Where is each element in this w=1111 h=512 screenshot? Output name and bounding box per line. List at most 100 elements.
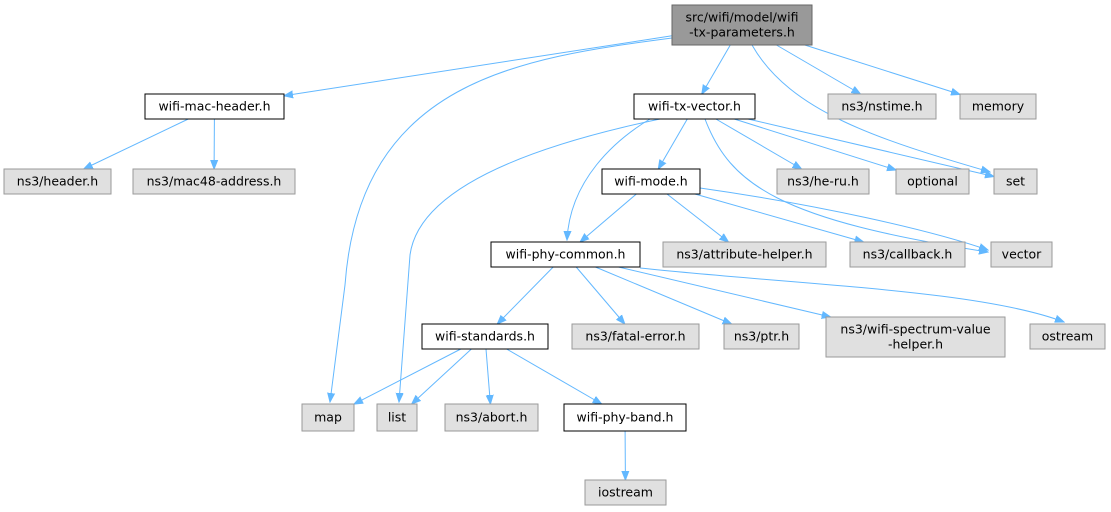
node-box bbox=[776, 168, 870, 195]
node-label: -tx-parameters.h bbox=[689, 25, 795, 40]
edge-wifi-mac-header-to-header bbox=[84, 118, 189, 169]
node-mac48: ns3/mac48-address.h bbox=[132, 168, 296, 195]
node-label: ns3/attribute-helper.h bbox=[676, 247, 812, 262]
node-label: wifi-mac-header.h bbox=[158, 99, 270, 114]
edge-wifi-phy-common-to-wifi-standards bbox=[497, 266, 554, 324]
node-box bbox=[3, 168, 112, 195]
node-box bbox=[571, 323, 700, 350]
node-label: list bbox=[388, 410, 406, 425]
edge-wifi-phy-common-to-fatal-error bbox=[575, 266, 625, 324]
node-box bbox=[825, 316, 1006, 358]
node-label: wifi-tx-vector.h bbox=[648, 99, 741, 114]
node-label: ns3/abort.h bbox=[456, 410, 528, 425]
edge-wifi-mode-to-attribute-helper bbox=[666, 193, 729, 242]
edge-root-to-nstime bbox=[776, 44, 860, 94]
node-box bbox=[584, 479, 667, 506]
node-set: set bbox=[993, 168, 1038, 195]
node-header: ns3/header.h bbox=[3, 168, 112, 195]
node-ostream: ostream bbox=[1029, 323, 1106, 350]
edge-wifi-phy-common-to-spectrum-value-helper bbox=[618, 266, 831, 317]
node-box bbox=[301, 403, 355, 432]
node-box bbox=[1029, 323, 1106, 350]
edge-wifi-tx-vector-to-he-ru bbox=[715, 118, 802, 169]
node-label: ns3/ptr.h bbox=[734, 329, 789, 344]
edges-layer bbox=[84, 35, 1064, 480]
node-nstime: ns3/nstime.h bbox=[827, 93, 937, 120]
node-memory: memory bbox=[959, 93, 1037, 120]
node-box bbox=[959, 93, 1037, 120]
edge-wifi-tx-vector-to-wifi-mode bbox=[658, 118, 688, 169]
node-label: wifi-phy-common.h bbox=[506, 247, 626, 262]
edge-wifi-tx-vector-to-list bbox=[399, 118, 661, 402]
node-label: ns3/nstime.h bbox=[841, 99, 922, 114]
node-box bbox=[601, 168, 701, 195]
node-box bbox=[563, 403, 687, 432]
edge-wifi-tx-vector-to-optional bbox=[734, 118, 896, 170]
node-label: map bbox=[314, 410, 342, 425]
edge-root-to-wifi-mac-header bbox=[284, 35, 673, 96]
node-he-ru: ns3/he-ru.h bbox=[776, 168, 870, 195]
edge-wifi-phy-common-to-ptr bbox=[595, 266, 731, 324]
edge-wifi-standards-to-list bbox=[412, 348, 472, 404]
edge-wifi-tx-vector-to-wifi-phy-common bbox=[567, 118, 651, 240]
edge-wifi-tx-vector-to-set bbox=[747, 118, 994, 177]
node-wifi-phy-common[interactable]: wifi-phy-common.h bbox=[490, 241, 641, 268]
edge-wifi-standards-to-map bbox=[354, 348, 462, 404]
node-callback: ns3/callback.h bbox=[849, 241, 966, 268]
node-box bbox=[723, 323, 800, 350]
node-label: ns3/he-ru.h bbox=[787, 174, 859, 189]
node-label: -helper.h bbox=[888, 337, 943, 352]
node-label: iostream bbox=[598, 485, 653, 500]
node-wifi-tx-vector[interactable]: wifi-tx-vector.h bbox=[633, 93, 756, 120]
node-vector: vector bbox=[990, 241, 1053, 268]
node-attribute-helper: ns3/attribute-helper.h bbox=[662, 241, 827, 268]
node-box bbox=[993, 168, 1038, 195]
node-label: wifi-phy-band.h bbox=[577, 410, 674, 425]
node-box bbox=[144, 93, 285, 120]
edge-wifi-mode-to-vector bbox=[699, 187, 988, 250]
node-label: wifi-standards.h bbox=[435, 329, 535, 344]
node-box bbox=[990, 241, 1053, 268]
node-fatal-error: ns3/fatal-error.h bbox=[571, 323, 700, 350]
node-box bbox=[132, 168, 296, 195]
node-wifi-standards[interactable]: wifi-standards.h bbox=[421, 323, 549, 350]
node-box bbox=[671, 4, 813, 46]
node-abort: ns3/abort.h bbox=[444, 403, 539, 432]
node-box bbox=[895, 168, 970, 195]
edge-root-to-map bbox=[330, 37, 673, 402]
edge-wifi-tx-vector-to-vector bbox=[704, 118, 988, 252]
node-label: memory bbox=[972, 99, 1025, 114]
edge-wifi-phy-common-to-ostream bbox=[639, 267, 1064, 322]
node-optional: optional bbox=[895, 168, 970, 195]
node-root: src/wifi/model/wifi-tx-parameters.h bbox=[671, 4, 813, 46]
node-box bbox=[444, 403, 539, 432]
edge-root-to-memory bbox=[804, 44, 960, 94]
node-label: optional bbox=[907, 174, 958, 189]
node-map: map bbox=[301, 403, 355, 432]
edge-root-to-set bbox=[751, 44, 990, 172]
nodes-layer: src/wifi/model/wifi-tx-parameters.h wifi-… bbox=[3, 4, 1106, 506]
node-box bbox=[662, 241, 827, 268]
node-label: ns3/callback.h bbox=[863, 247, 953, 262]
edge-wifi-standards-to-wifi-phy-band bbox=[506, 348, 602, 404]
node-iostream: iostream bbox=[584, 479, 667, 506]
node-box bbox=[633, 93, 756, 120]
node-label: wifi-mode.h bbox=[614, 174, 687, 189]
node-label: set bbox=[1006, 174, 1025, 189]
node-label: ns3/wifi-spectrum-value bbox=[840, 322, 990, 337]
node-label: src/wifi/model/wifi bbox=[686, 10, 799, 25]
node-label: ostream bbox=[1042, 329, 1093, 344]
node-label: ns3/mac48-address.h bbox=[147, 174, 282, 189]
node-spectrum-value-helper: ns3/wifi-spectrum-value-helper.h bbox=[825, 316, 1006, 358]
node-label: ns3/fatal-error.h bbox=[585, 329, 685, 344]
node-wifi-mac-header[interactable]: wifi-mac-header.h bbox=[144, 93, 285, 120]
node-box bbox=[827, 93, 937, 120]
node-box bbox=[421, 323, 549, 350]
node-label: vector bbox=[1002, 247, 1043, 262]
edge-wifi-standards-to-abort bbox=[486, 348, 490, 404]
node-list: list bbox=[376, 403, 418, 432]
node-wifi-mode[interactable]: wifi-mode.h bbox=[601, 168, 701, 195]
node-box bbox=[376, 403, 418, 432]
node-wifi-phy-band[interactable]: wifi-phy-band.h bbox=[563, 403, 687, 432]
